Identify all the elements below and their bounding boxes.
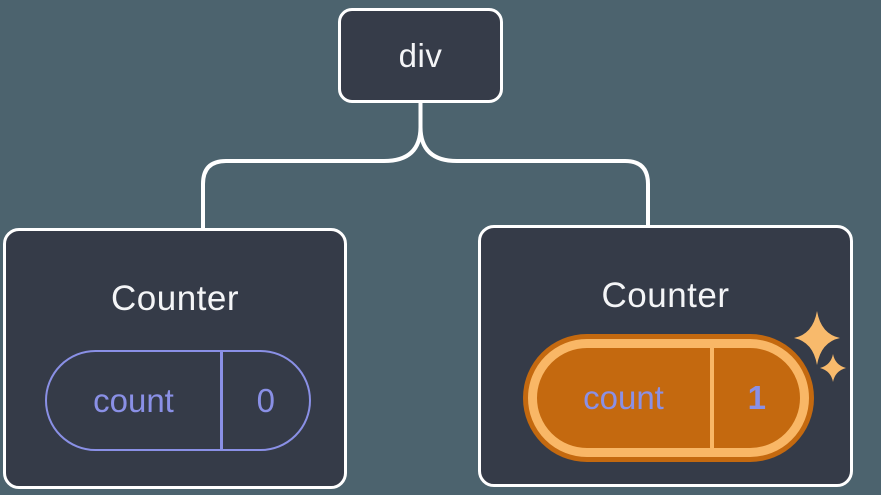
pill-divider [710,348,714,448]
pill-divider [220,352,223,449]
counter-left-title: Counter [110,279,240,318]
counter-right-title: Counter [601,276,730,315]
state-value-label: 0 [256,381,275,419]
state-value-label: 1 [747,379,766,416]
state-key-label: count [93,381,174,419]
counter-right-state-pill: count 1 [528,339,809,457]
counter-right-state-pill-highlight: count 1 [523,334,814,462]
tree-node-counter-right: Counter count 1 [478,225,853,487]
tree-node-div: div [338,8,503,103]
state-key-label: count [583,379,664,416]
root-node-label: div [398,36,443,74]
counter-left-state-pill: count 0 [45,350,311,451]
tree-node-counter-left: Counter count 0 [3,228,347,489]
connector-root-to-left-child [201,99,423,232]
connector-root-to-right-child [418,99,650,229]
